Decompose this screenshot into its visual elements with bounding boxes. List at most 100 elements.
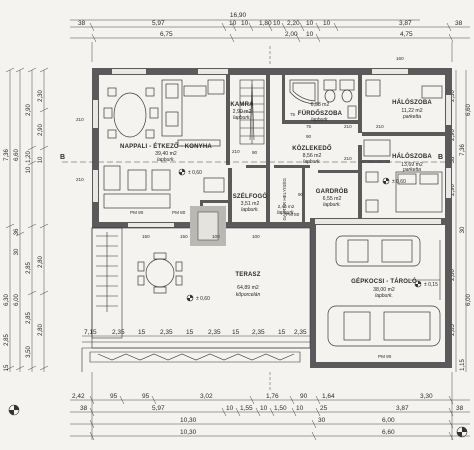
- svg-text:90: 90: [298, 192, 304, 197]
- svg-text:75: 75: [290, 112, 296, 117]
- svg-text:10: 10: [226, 405, 234, 412]
- right-dimension-chains: 2,30 2,90 38 2,90 2,80 2,85 7,36 6,60 30…: [450, 70, 472, 372]
- svg-text:SZÉLFOGÓ: SZÉLFOGÓ: [233, 192, 268, 200]
- svg-text:parketta: parketta: [402, 114, 421, 120]
- svg-text:2,46 m2: 2,46 m2: [278, 204, 295, 209]
- top-dim-overall: 16,90: [230, 12, 247, 19]
- svg-text:1,15: 1,15: [460, 359, 466, 371]
- svg-text:10: 10: [38, 156, 44, 163]
- svg-text:15: 15: [138, 329, 146, 336]
- level-marker-garage: ± 0,15: [414, 280, 438, 288]
- svg-text:90: 90: [300, 393, 308, 400]
- bathroom-fixtures: [289, 79, 357, 119]
- svg-text:± 0,60: ± 0,60: [188, 170, 202, 176]
- svg-text:lapburk.: lapburk.: [375, 293, 393, 299]
- svg-text:38: 38: [78, 20, 86, 27]
- svg-text:10: 10: [306, 20, 314, 27]
- svg-text:2,90: 2,90: [450, 184, 456, 196]
- svg-text:15: 15: [186, 329, 194, 336]
- svg-text:NAPPALI - ÉTKEZŐ - KONYHA: NAPPALI - ÉTKEZŐ - KONYHA: [120, 142, 212, 150]
- svg-text:6,00: 6,00: [466, 294, 472, 306]
- svg-text:3,50: 3,50: [26, 346, 32, 358]
- bedroom-furniture: [363, 79, 443, 213]
- svg-text:2,30: 2,30: [450, 90, 456, 102]
- terrace-dimension-row: 7,15 2,35 15 2,35 15 2,35 15 2,35 15 2,3…: [82, 329, 310, 337]
- svg-text:3,02: 3,02: [200, 393, 213, 400]
- top-dimension-chains: 16,90 38 5,97 10 10 1,80 10 2,20 10 10 3…: [70, 12, 470, 62]
- room-garazs: GÉPKOCSI - TÁROLÓ 38,00 m2 lapburk.: [351, 277, 417, 299]
- svg-text:PM 90: PM 90: [130, 210, 144, 215]
- svg-text:± 0,15: ± 0,15: [424, 282, 438, 288]
- svg-text:2,90: 2,90: [26, 104, 32, 116]
- svg-text:lapburk.: lapburk.: [241, 207, 259, 213]
- opening-marks: PM 90 PM 80 PM 80 PM 90 210 210 210 210 …: [76, 56, 404, 359]
- svg-text:2,85: 2,85: [450, 324, 456, 336]
- svg-text:2,90: 2,90: [38, 124, 44, 136]
- room-szelfogo: SZÉLFOGÓ 3,51 m2 lapburk.: [233, 192, 268, 213]
- svg-text:PM 80: PM 80: [172, 210, 186, 215]
- svg-text:15: 15: [4, 364, 10, 371]
- svg-text:PM 90: PM 90: [378, 354, 392, 359]
- svg-text:30: 30: [14, 248, 20, 255]
- section-label-left: B: [60, 154, 65, 161]
- svg-text:210: 210: [76, 117, 84, 122]
- staircase: [239, 79, 265, 145]
- svg-text:lapburk.: lapburk.: [157, 157, 175, 163]
- svg-text:GÉPKOCSI - TÁROLÓ: GÉPKOCSI - TÁROLÓ: [351, 277, 417, 285]
- svg-text:7,15: 7,15: [84, 329, 97, 336]
- svg-text:2,30: 2,30: [38, 90, 44, 102]
- svg-text:3,87: 3,87: [396, 405, 409, 412]
- svg-text:1,64: 1,64: [322, 393, 335, 400]
- svg-text:6,58 m2: 6,58 m2: [311, 102, 330, 108]
- inner-walls: [200, 75, 445, 225]
- svg-text:6,75: 6,75: [160, 31, 173, 38]
- svg-text:HÁLÓSZOBA: HÁLÓSZOBA: [392, 98, 432, 106]
- svg-text:2,80: 2,80: [450, 269, 456, 281]
- svg-text:7,36: 7,36: [460, 144, 466, 156]
- svg-text:lapburk.: lapburk.: [323, 202, 341, 208]
- svg-text:210: 210: [344, 156, 352, 161]
- terrace-details: [81, 206, 311, 372]
- svg-text:GARDRÓB: GARDRÓB: [316, 187, 349, 195]
- svg-text:6,00: 6,00: [382, 417, 395, 424]
- svg-text:2,85: 2,85: [26, 262, 32, 274]
- level-marker-bedroom: ± 0,60: [382, 177, 406, 185]
- svg-text:15: 15: [232, 329, 240, 336]
- svg-text:150: 150: [142, 234, 150, 239]
- svg-text:38: 38: [450, 156, 456, 163]
- svg-text:2,35: 2,35: [160, 329, 173, 336]
- bottom-dim-row4: 10,30 6,60: [180, 429, 395, 436]
- section-symbol-icon: [456, 426, 468, 438]
- svg-text:10: 10: [273, 20, 281, 27]
- living-furniture: [103, 79, 225, 209]
- room-nappali: NAPPALI - ÉTKEZŐ - KONYHA 39,40 m2 lapbu…: [120, 142, 212, 163]
- bottom-dimension-chains: 2,42 95 95 3,02 1,76 90 1,64 3,30 38 5,9…: [70, 372, 470, 441]
- svg-text:1,55: 1,55: [240, 405, 253, 412]
- svg-text:10: 10: [323, 20, 331, 27]
- svg-text:15: 15: [278, 329, 286, 336]
- svg-text:10,30: 10,30: [180, 429, 197, 436]
- bottom-dim-row1: 2,42 95 95 3,02 1,76 90 1,64 3,30: [72, 393, 433, 400]
- svg-text:2,80: 2,80: [38, 324, 44, 336]
- svg-text:64,89 m2: 64,89 m2: [237, 285, 259, 291]
- svg-text:2,42: 2,42: [72, 393, 85, 400]
- svg-text:95: 95: [110, 393, 118, 400]
- svg-text:160: 160: [396, 56, 404, 61]
- room-haloszoba-2: HÁLÓSZOBA 13,69 m2 parketta: [392, 152, 432, 173]
- svg-text:2,35: 2,35: [208, 329, 221, 336]
- svg-text:38: 38: [455, 20, 463, 27]
- svg-text:95: 95: [142, 393, 150, 400]
- svg-text:210: 210: [232, 149, 240, 154]
- svg-text:± 0,60: ± 0,60: [392, 179, 406, 185]
- svg-text:KÖZLEKEDŐ: KÖZLEKEDŐ: [292, 145, 332, 152]
- svg-text:10,30: 10,30: [180, 417, 197, 424]
- svg-text:10: 10: [306, 31, 314, 38]
- svg-text:30: 30: [460, 226, 466, 233]
- svg-text:210: 210: [76, 177, 84, 182]
- svg-text:3,30: 3,30: [420, 393, 433, 400]
- room-kamra: KAMRA 2,90 m2 lapburk.: [230, 102, 254, 121]
- svg-text:TERASZ: TERASZ: [235, 272, 260, 278]
- svg-text:10: 10: [296, 405, 304, 412]
- svg-text:± 0,60: ± 0,60: [196, 296, 210, 302]
